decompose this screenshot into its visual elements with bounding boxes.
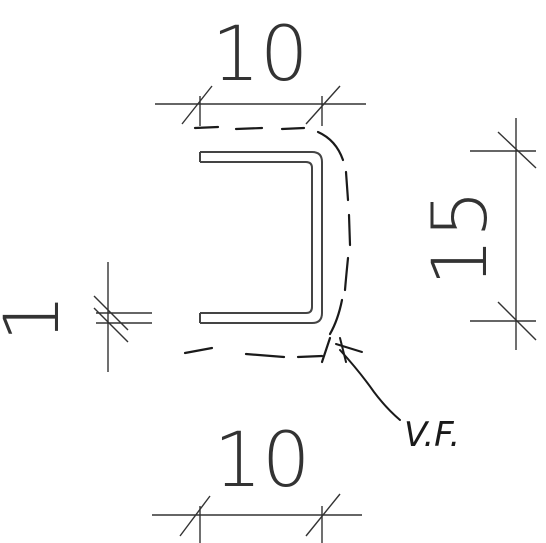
bottom-width-dimension <box>152 493 362 543</box>
top-width-dimension <box>155 85 366 126</box>
left-thickness-label: 1 <box>0 294 76 342</box>
leader-line <box>339 349 401 421</box>
dashed-bottom-stroke-3 <box>296 354 324 359</box>
right-tick-bottom <box>497 301 537 341</box>
left-tick-top <box>93 295 129 331</box>
right-height-dimension <box>470 118 537 350</box>
dashed-corner-stroke <box>316 130 345 162</box>
dashed-right-stroke-3 <box>343 256 350 292</box>
dashed-top-stroke-1 <box>193 125 220 130</box>
right-tick-top <box>497 131 537 169</box>
dashed-top-stroke-3 <box>280 126 306 131</box>
top-tick-left <box>181 85 213 125</box>
dashed-right-stroke-1 <box>344 170 350 202</box>
dashed-bottom-stroke-1 <box>183 346 214 355</box>
left-tick-bottom <box>93 307 129 343</box>
left-thickness-dimension <box>93 262 152 372</box>
channel-profile <box>199 151 323 324</box>
leader-arrow-tick-2 <box>339 337 347 363</box>
top-tick-right <box>305 85 341 125</box>
bottom-width-label: 10 <box>214 415 311 504</box>
annotation-label: V.F. <box>404 415 460 455</box>
dashed-top-stroke-2 <box>234 126 264 131</box>
dashed-bottom-tick <box>320 336 332 364</box>
bottom-tick-right <box>305 493 341 537</box>
dashed-bottom-stroke-2 <box>244 352 286 359</box>
channel-inner-outline <box>200 161 313 314</box>
bottom-tick-left <box>179 495 211 537</box>
leader-arrow-tick-1 <box>335 343 363 353</box>
dashed-right-stroke-2 <box>347 213 352 247</box>
annotation-leader <box>335 337 401 421</box>
dashed-right-stroke-4 <box>328 298 344 336</box>
channel-outer-outline <box>200 151 323 324</box>
top-width-label: 10 <box>212 9 309 98</box>
right-height-label: 15 <box>415 190 504 287</box>
hand-dashed-outline <box>183 125 352 364</box>
